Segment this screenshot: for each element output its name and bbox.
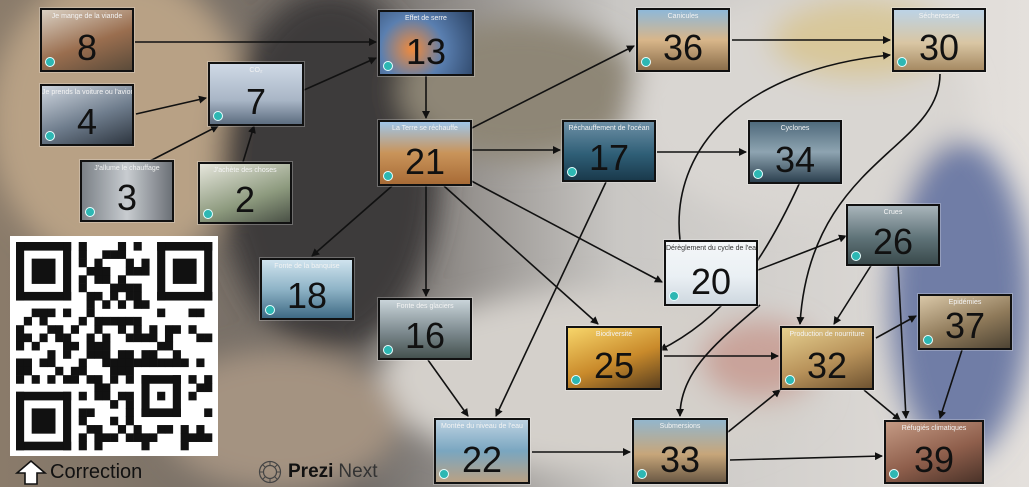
node-title: Montée du niveau de l'eau: [436, 422, 528, 431]
node-number: 3: [82, 180, 172, 216]
node-card-7[interactable]: CO₂ 7: [208, 62, 304, 126]
correction-link[interactable]: Correction: [14, 458, 142, 486]
node-card-36[interactable]: Canicules 36: [636, 8, 730, 72]
prezi-badge-icon: [753, 169, 763, 179]
prezi-badge-icon: [383, 171, 393, 181]
node-card-8[interactable]: Je mange de la viande 8: [40, 8, 134, 72]
node-title: Fonte de la banquise: [262, 262, 352, 271]
node-card-3[interactable]: J'allume le chauffage 3: [80, 160, 174, 222]
node-number: 20: [666, 264, 756, 300]
node-card-25[interactable]: Biodiversité 25: [566, 326, 662, 390]
node-number: 7: [210, 84, 302, 120]
node-number: 2: [200, 182, 290, 218]
node-title: Canicules: [638, 12, 728, 21]
prezi-badge-icon: [383, 345, 393, 355]
node-title: Fonte des glaciers: [380, 302, 470, 311]
prezi-badge-icon: [85, 207, 95, 217]
prezi-logo-icon: [258, 460, 282, 484]
prezi-badge-icon: [897, 57, 907, 67]
node-title: Cyclones: [750, 124, 840, 133]
node-title: Effet de serre: [380, 14, 472, 23]
qr-code[interactable]: [10, 236, 218, 456]
node-number: 4: [42, 104, 132, 140]
node-number: 39: [886, 442, 982, 478]
prezi-badge-icon: [641, 57, 651, 67]
prezi-badge-icon: [45, 131, 55, 141]
prezi-badge-icon: [669, 291, 679, 301]
node-title: Réchauffement de l'océan: [564, 124, 654, 133]
prezi-brand-text: Prezi: [288, 461, 333, 483]
node-number: 30: [894, 30, 984, 66]
node-number: 13: [380, 34, 472, 70]
node-card-32[interactable]: Production de nourriture 32: [780, 326, 874, 390]
node-title: Crues: [848, 208, 938, 217]
node-card-39[interactable]: Réfugiés climatiques 39: [884, 420, 984, 484]
node-title: Je mange de la viande: [42, 12, 132, 21]
node-title: Je prends la voiture ou l'avion: [42, 88, 132, 97]
node-number: 37: [920, 308, 1010, 344]
prezi-product-text: Next: [338, 461, 377, 483]
node-card-34[interactable]: Cyclones 34: [748, 120, 842, 184]
node-card-33[interactable]: Submersions 33: [632, 418, 728, 484]
node-card-26[interactable]: Crues 26: [846, 204, 940, 266]
node-card-30[interactable]: Sécheresses 30: [892, 8, 986, 72]
node-title: Production de nourriture: [782, 330, 872, 339]
node-number: 8: [42, 30, 132, 66]
prezi-badge-icon: [785, 375, 795, 385]
node-title: Réfugiés climatiques: [886, 424, 982, 433]
node-number: 26: [848, 224, 938, 260]
prezi-badge-icon: [213, 111, 223, 121]
qr-code-image: [10, 236, 218, 456]
prezi-badge-icon: [383, 61, 393, 71]
node-number: 21: [380, 144, 470, 180]
node-card-37[interactable]: Epidémies 37: [918, 294, 1012, 350]
node-title: Biodiversité: [568, 330, 660, 339]
node-card-16[interactable]: Fonte des glaciers 16: [378, 298, 472, 360]
prezi-badge-icon: [637, 469, 647, 479]
node-number: 36: [638, 30, 728, 66]
node-number: 16: [380, 318, 470, 354]
correction-label: Correction: [50, 461, 142, 484]
node-number: 22: [436, 442, 528, 478]
node-title: J'allume le chauffage: [82, 164, 172, 173]
node-number: 18: [262, 278, 352, 314]
prezi-badge-icon: [203, 209, 213, 219]
node-card-20[interactable]: Dérèglement du cycle de l'eau 20: [664, 240, 758, 306]
node-card-22[interactable]: Montée du niveau de l'eau 22: [434, 418, 530, 484]
prezi-badge-icon: [889, 469, 899, 479]
arrow-up-icon: [14, 459, 48, 485]
node-title: J'achète des choses: [200, 166, 290, 175]
node-title: La Terre se réchauffe: [380, 124, 470, 133]
node-card-18[interactable]: Fonte de la banquise 18: [260, 258, 354, 320]
prezi-badge-icon: [923, 335, 933, 345]
node-number: 17: [564, 140, 654, 176]
node-number: 32: [782, 348, 872, 384]
prezi-badge-icon: [439, 469, 449, 479]
prezi-badge-icon: [265, 305, 275, 315]
prezi-badge-icon: [45, 57, 55, 67]
prezi-badge-icon: [567, 167, 577, 177]
node-card-13[interactable]: Effet de serre 13: [378, 10, 474, 76]
node-number: 25: [568, 348, 660, 384]
node-title: CO₂: [210, 66, 302, 75]
prezi-logo: Prezi Next: [258, 458, 378, 486]
node-card-4[interactable]: Je prends la voiture ou l'avion 4: [40, 84, 134, 146]
prezi-badge-icon: [571, 375, 581, 385]
node-card-21[interactable]: La Terre se réchauffe 21: [378, 120, 472, 186]
node-number: 33: [634, 442, 726, 478]
node-card-2[interactable]: J'achète des choses 2: [198, 162, 292, 224]
node-title: Submersions: [634, 422, 726, 431]
node-card-17[interactable]: Réchauffement de l'océan 17: [562, 120, 656, 182]
node-title: Dérèglement du cycle de l'eau: [666, 244, 756, 253]
prezi-badge-icon: [851, 251, 861, 261]
node-title: Sécheresses: [894, 12, 984, 21]
node-number: 34: [750, 142, 840, 178]
